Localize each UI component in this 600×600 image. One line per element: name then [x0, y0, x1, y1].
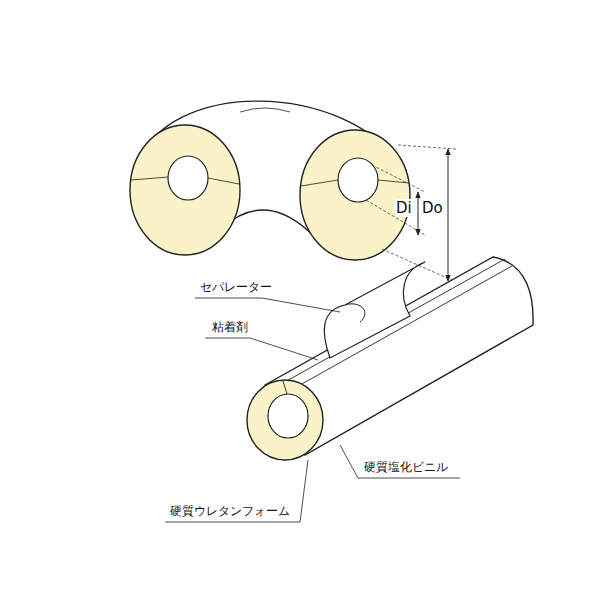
dimension-label: Do: [421, 199, 444, 217]
separator-strip: [324, 262, 425, 358]
elbow-hole: [338, 158, 378, 202]
part-label: 硬質ウレタンフォーム: [170, 504, 290, 518]
extension-line: [366, 200, 425, 235]
pipe-face: [247, 380, 323, 460]
part-label: 粘着剤: [212, 320, 248, 334]
split-line: [301, 180, 338, 186]
elbow-crease: [240, 108, 290, 112]
part-label: セパレーター: [200, 280, 272, 294]
leader-line: [340, 445, 460, 478]
split-line: [131, 177, 168, 180]
elbow-face: [300, 130, 410, 260]
separator-curl: [345, 304, 365, 322]
leader-line: [195, 298, 340, 312]
extension-line: [398, 145, 456, 149]
leader-line: [205, 338, 318, 360]
elbow-hole: [168, 156, 208, 200]
extension-line: [372, 165, 425, 192]
glue-strip-line: [283, 259, 505, 383]
split-line: [208, 178, 239, 184]
elbow-face: [130, 125, 240, 255]
slit-line: [283, 381, 287, 394]
dimension-label: Di: [395, 199, 413, 217]
pipe-hole: [268, 394, 308, 438]
dimension-line: [418, 192, 419, 235]
leader-line: [165, 460, 308, 522]
dimension-line: [448, 149, 449, 281]
part-label: 硬質塩化ビニル: [364, 460, 448, 474]
